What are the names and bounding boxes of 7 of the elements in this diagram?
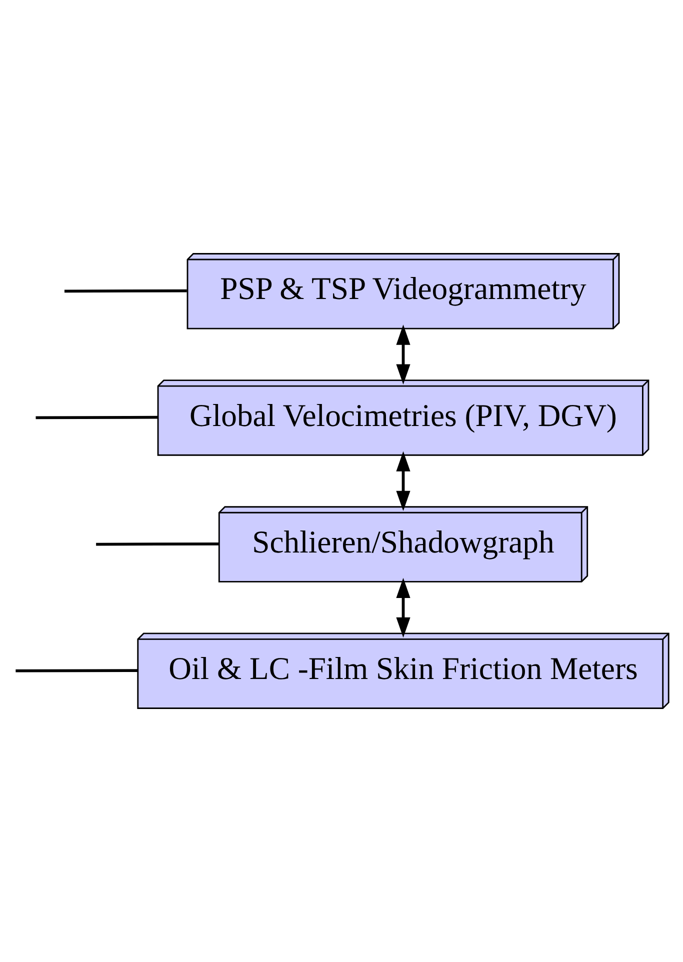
connector	[16, 669, 138, 672]
arrow	[396, 324, 410, 384]
arrow	[396, 578, 410, 638]
arrow	[396, 451, 410, 512]
connector	[64, 289, 187, 293]
connector	[36, 416, 158, 420]
connector	[96, 542, 220, 546]
